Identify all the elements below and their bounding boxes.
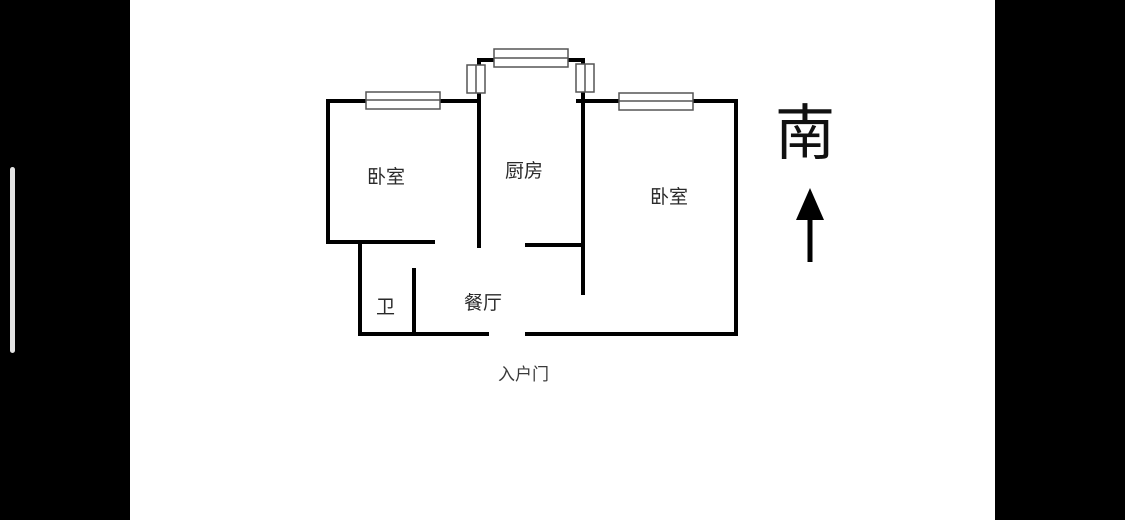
room-label-bathroom: 卫	[376, 296, 396, 318]
walls	[326, 58, 738, 336]
entrance-door-label: 入户门	[498, 365, 549, 385]
room-label-bedroom-right: 卧室	[650, 186, 689, 208]
wall-left-bedroom	[326, 99, 435, 244]
vertical-scroll-indicator[interactable]	[10, 167, 15, 353]
wall-bathroom-outer	[358, 242, 489, 336]
room-label-bedroom-left: 卧室	[367, 166, 406, 188]
compass-south-label: 南	[775, 99, 835, 169]
room-label-dining: 餐厅	[464, 292, 503, 314]
wall-right-bedroom	[525, 99, 738, 336]
floor-plan-image	[130, 0, 995, 520]
room-label-kitchen: 厨房	[505, 160, 544, 182]
windows	[365, 48, 694, 111]
arrow-up-icon	[796, 188, 824, 262]
